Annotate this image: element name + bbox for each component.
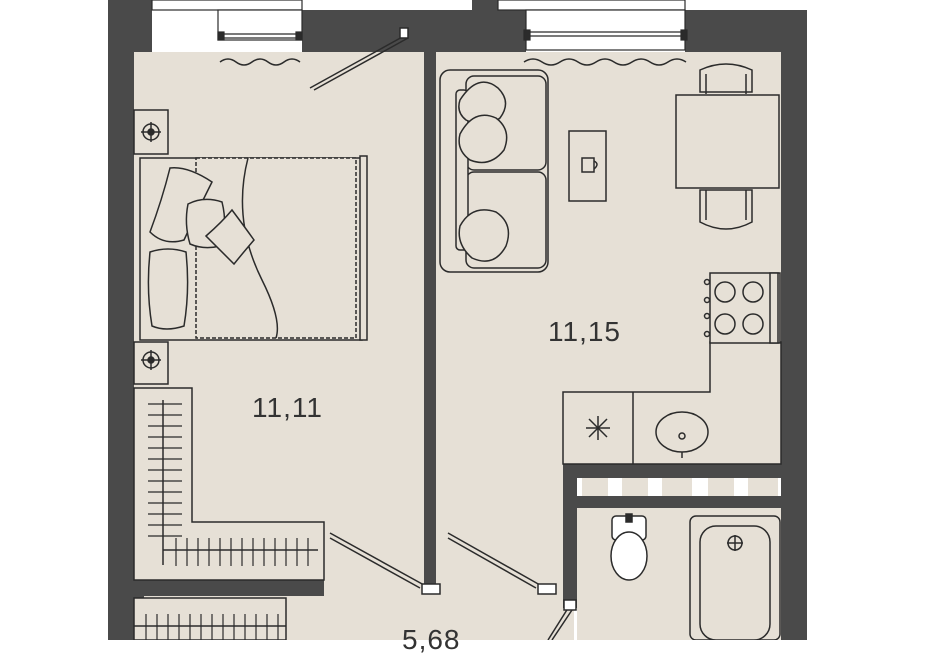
door-icon [447, 532, 557, 595]
nightstand-icon [133, 109, 169, 155]
wall-left [108, 0, 134, 640]
wall-partition-upper [424, 36, 436, 590]
bathtub-icon [689, 515, 781, 640]
curtain-icon [523, 58, 687, 66]
chair-icon [699, 189, 753, 230]
window-icon [497, 0, 688, 51]
stove-icon [703, 272, 781, 344]
pillow-icon [147, 248, 189, 330]
chair-icon [699, 63, 753, 93]
wall-bath-top2 [563, 496, 781, 508]
wall-hall-right [563, 464, 577, 608]
wall-top-left-upper [472, 0, 498, 10]
pillow-icon [204, 208, 255, 266]
area-label-bedroom: 11,11 [252, 392, 323, 423]
kitchen-counter [562, 341, 782, 465]
fridge-icon [586, 416, 610, 440]
wardrobe-icon [133, 597, 287, 640]
vent-blocks [582, 478, 778, 496]
nightstand-icon [133, 341, 169, 385]
curtain-icon [219, 58, 301, 66]
sink-icon [655, 411, 709, 458]
door-icon [329, 532, 441, 595]
floor-plan [108, 0, 807, 640]
wardrobe-icon [133, 387, 325, 581]
wall-top-left-mid [302, 10, 407, 52]
wall-bath-top [563, 464, 781, 478]
area-label-living-kitchen: 11,15 [548, 316, 621, 347]
door-icon [309, 27, 409, 91]
pillow-icon [149, 167, 213, 243]
wall-right [781, 10, 807, 640]
area-label-hallway: 5,68 [402, 624, 461, 655]
door-icon [547, 599, 577, 640]
bed-icon [139, 155, 368, 341]
coffee-table-icon [568, 130, 607, 202]
wall-bedroom-bottom [124, 580, 324, 596]
dining-table-icon [675, 63, 780, 230]
toilet-icon [610, 513, 648, 581]
sofa-icon [439, 69, 549, 273]
window-icon [151, 0, 303, 41]
